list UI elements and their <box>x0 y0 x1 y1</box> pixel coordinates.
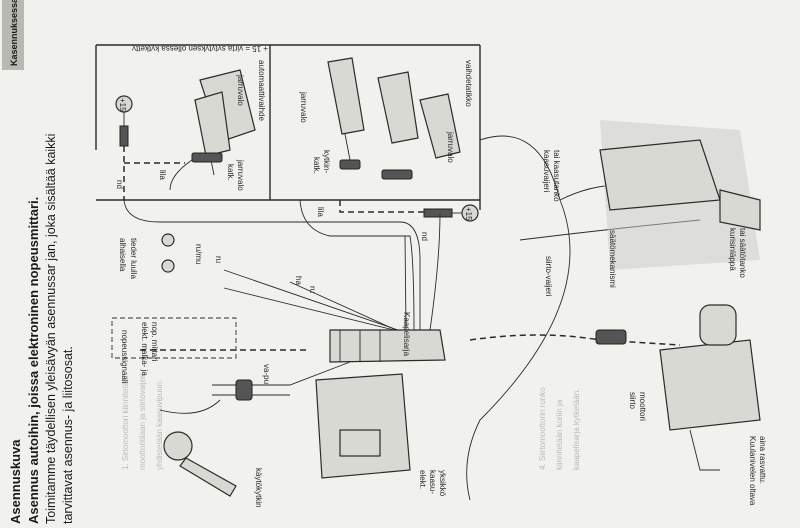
label-elekt-kaasu-3: yksikkö <box>438 470 447 497</box>
label-plus15-1: +15 <box>118 98 127 112</box>
label-va-pu: va-pu <box>262 364 271 384</box>
clutch-pedal <box>327 57 365 135</box>
label-saatomekanismi: säätömekanismi <box>608 230 617 288</box>
label-nd-2: nd <box>420 232 429 241</box>
label-alhaisella-1: alhaisella <box>118 238 127 272</box>
label-lila-2: lila <box>316 207 325 217</box>
control-unit-window <box>339 429 381 457</box>
label-kuulanivelen-2: aina rasvattu. <box>758 436 767 484</box>
label-kurisinlappa-1: kurisinläppä <box>728 228 737 271</box>
label-jarruvalo-katk-1: jarruvalo <box>236 159 245 191</box>
label-elekt-mittari-1: elekt. malka- ja <box>140 322 149 376</box>
label-lila-1: lila <box>158 170 167 180</box>
throttle-body <box>599 139 721 211</box>
section-title: Asennuskuva <box>8 439 23 524</box>
label-katk-1: katk. <box>226 164 235 181</box>
label-kaasuvaijeri-2: tai kaasutanko <box>552 150 561 202</box>
label-alhaisella-2: tieder luulla <box>129 238 138 279</box>
manual-transmission-section: vaihdetatikko jarruvalo jarruvalo kytkin… <box>299 57 479 241</box>
label-kuulanivelen-1: Kuulanivelen oltava <box>748 436 757 506</box>
gas-pedal-auto <box>194 91 231 157</box>
brake-pedal-manual <box>377 71 419 144</box>
intro-line-1: Toimitamme täydellisen yleisävyän asennu… <box>44 134 58 524</box>
cable-connector <box>595 329 627 345</box>
fuse-2 <box>423 208 453 218</box>
motor-cylinder <box>699 304 737 346</box>
side-tab-label: Kasennuksessa <box>9 0 19 66</box>
label-siirto-vaijeri: siirto-vaijeri <box>544 256 553 297</box>
label-nd-1: nd <box>115 180 124 189</box>
label-kytkin-2: katk. <box>312 157 321 174</box>
side-tab: Kasennuksessa <box>2 0 24 70</box>
bg-text-1: 1. Sirtomoottori kiinnitetään <box>121 373 130 470</box>
switch-stalk <box>179 457 237 497</box>
control-unit: elekt. kaasu- yksikkö <box>315 373 447 497</box>
background-bleed-text: 1. Sirtomoottori kiinnitetään moottoriti… <box>121 373 581 470</box>
label-nopeussignaali: nopeussignaali <box>120 330 129 384</box>
wiring-harness: Kaapelisarja <box>123 199 446 363</box>
label-vaihdetatikko: vaihdetatikko <box>464 60 473 107</box>
clutch-switch <box>339 159 361 170</box>
header-block: Asennuskuva Asennus autoihin, joissa ele… <box>8 134 75 524</box>
signal-connector <box>235 379 253 401</box>
label-kaapelisarja: Kaapelisarja <box>402 312 411 357</box>
intro-line-2: tarvittavat asennus- ja liitososat. <box>61 346 75 524</box>
choke-flap <box>719 189 761 231</box>
bg-text-4: 4. Siirtomoottorin runko <box>538 387 547 470</box>
label-ru-1: ru <box>214 256 223 263</box>
ground-terminal-1 <box>161 233 175 247</box>
label-jarruvalo-2: jarruvalo <box>299 91 308 123</box>
label-siirto-moottori-2: moottori <box>638 392 647 421</box>
motor-housing <box>659 339 761 431</box>
bg-text-5: kiinnitetään koriin ja <box>555 399 564 470</box>
ground-wire-area: alhaisella tieder luulla ru/mu ru ha ru <box>118 233 317 293</box>
gas-pedal-manual <box>419 93 461 159</box>
label-jarruvalo-1: jarruvalo <box>236 74 245 106</box>
speed-signal-box: elekt. malka- ja nop. mittari nopeussign… <box>111 317 351 401</box>
label-kurisinlappa-2: tai säätötanko <box>738 228 747 278</box>
label-elekt-kaasu-2: kaasu- <box>428 470 437 494</box>
engine-bay: kaasuvaijeri tai kaasutanko säätömekanis… <box>466 120 761 501</box>
fuse-1 <box>119 125 129 147</box>
label-ru-2: ru <box>308 286 317 293</box>
label-elekt-kaasu-1: elekt. <box>418 470 427 489</box>
label-ru-mu: ru/mu <box>194 244 203 264</box>
label-ha: ha <box>294 276 303 285</box>
label-kytkin-1: kytkin- <box>322 150 331 173</box>
bg-text-2: moottoritilaan ja siirtovaijeri <box>138 373 147 470</box>
label-plus15-2: +15 <box>464 207 473 221</box>
label-automaattivaihde: automaattivaihde <box>257 60 266 121</box>
label-elekt-mittari-2: nop. mittari <box>150 322 159 362</box>
bg-text-6: kaapelisarja kytketään. <box>572 389 581 470</box>
ground-terminal-2 <box>161 259 175 273</box>
label-jarruvalo-3: jarruvalo <box>446 131 455 163</box>
note-plus15: + 15 = virta sytytyksen ollessa kytketty <box>132 44 268 53</box>
control-unit-body <box>315 373 411 479</box>
operating-switch: käytökytkin <box>159 399 263 508</box>
page-title: Asennus autoihin, joissa elektroninen no… <box>26 197 41 524</box>
label-siirto-moottori-1: siirto <box>628 392 637 409</box>
label-kaasuvaijeri-1: kaasuvaijeri <box>542 150 551 192</box>
actuator-motor: siirto moottori Kuulanivelen oltava aina… <box>628 304 767 506</box>
bg-text-3: yhdistetään kaasuvipuun. <box>155 380 164 470</box>
label-kaytokytkin: käytökytkin <box>254 468 263 508</box>
brake-switch-auto <box>191 152 223 163</box>
automatic-transmission-section: automaattivaihde jarruvalo jarruvalo kat… <box>115 60 266 200</box>
cable-harness-connector <box>329 329 446 363</box>
pedal-area-frame: + 15 = virta sytytyksen ollessa kytketty <box>95 44 481 210</box>
brake-switch-manual <box>381 169 413 180</box>
switch-body <box>163 431 193 461</box>
